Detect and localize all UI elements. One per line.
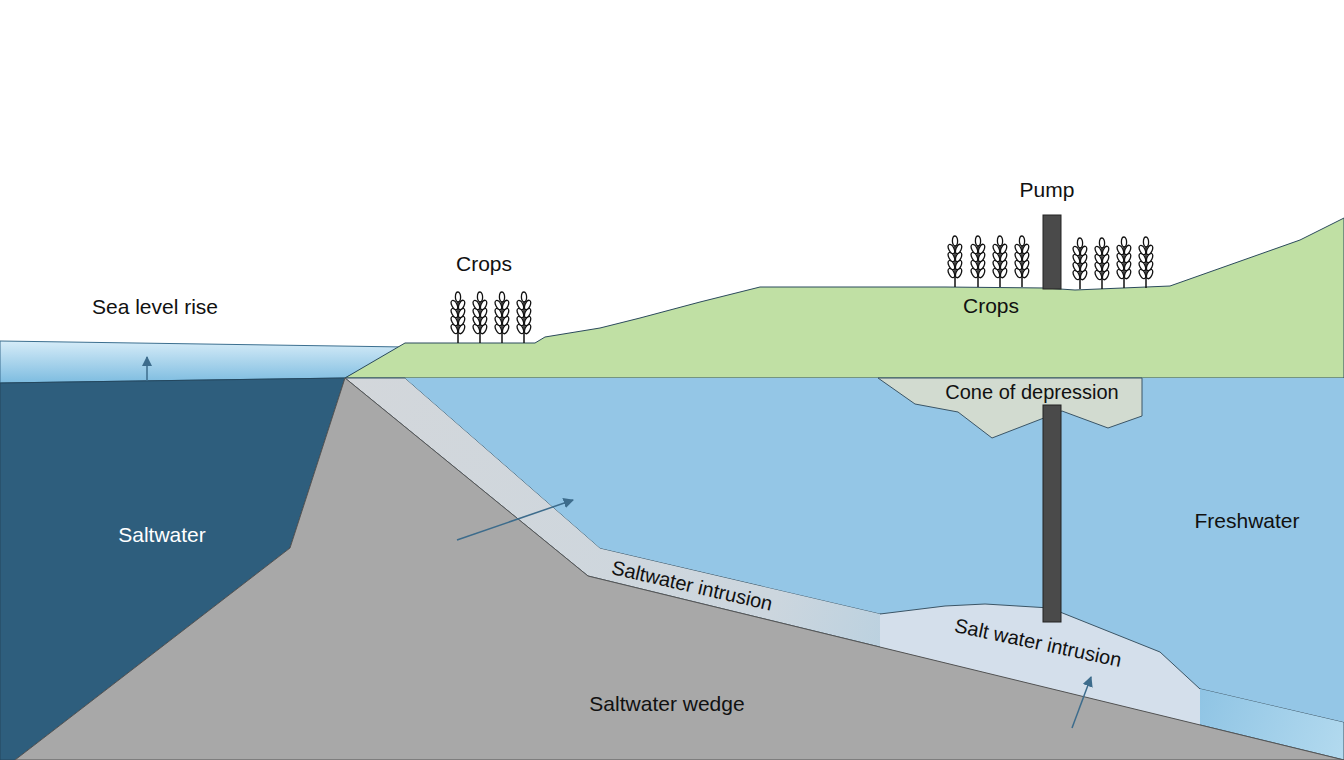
wheat-icon [1014,236,1030,287]
saltwater-wedge: Saltwater wedge [15,378,1344,760]
text-holder: Sea level rise [92,295,218,319]
pump-well-casing [1043,405,1061,622]
region-label: Freshwater [1194,509,1299,533]
wheat-icon [947,236,963,287]
sea-level-rise-band [0,341,405,383]
region-label: Cone of depression [945,381,1118,404]
wheat-icon [516,292,532,343]
text-holder: Saltwater [118,523,206,547]
annotation-label: Sea level rise [92,295,218,319]
text-holder: Cone of depression [945,381,1118,404]
text-holder: Crops [963,294,1019,318]
region-label: Saltwater [118,523,206,547]
region-outline [345,218,1344,378]
region-outline [15,378,1344,760]
region-outline [878,378,1142,438]
land-surface: Crops [345,218,1344,378]
pump-label: Pump [1020,178,1075,202]
region-shape [345,218,1344,378]
text-holder: Saltwater wedge [589,692,744,716]
wheat-icon [450,292,466,343]
region-label: Saltwater wedge [589,692,744,716]
wheat-icon [1094,238,1110,289]
wheat-icon [494,292,510,343]
text-holder: Crops [456,252,512,276]
wheat-icon [1138,237,1154,288]
wheat-icon [992,236,1008,287]
flow-arrow [1072,677,1091,728]
cone-of-depression: Cone of depression [878,378,1142,438]
wheat-icon [1072,238,1088,289]
wheat-icon [472,292,488,343]
wheat-icon [1116,237,1132,288]
text-holder: Freshwater [1194,509,1299,533]
flow-arrow [457,500,573,540]
region-label: Crops [963,294,1019,318]
wheat-icon [970,236,986,287]
flow-arrow [146,357,148,381]
crop-label: Crops [456,252,512,276]
text-holder: Pump [1020,178,1075,202]
pump-pipe [1043,215,1061,289]
